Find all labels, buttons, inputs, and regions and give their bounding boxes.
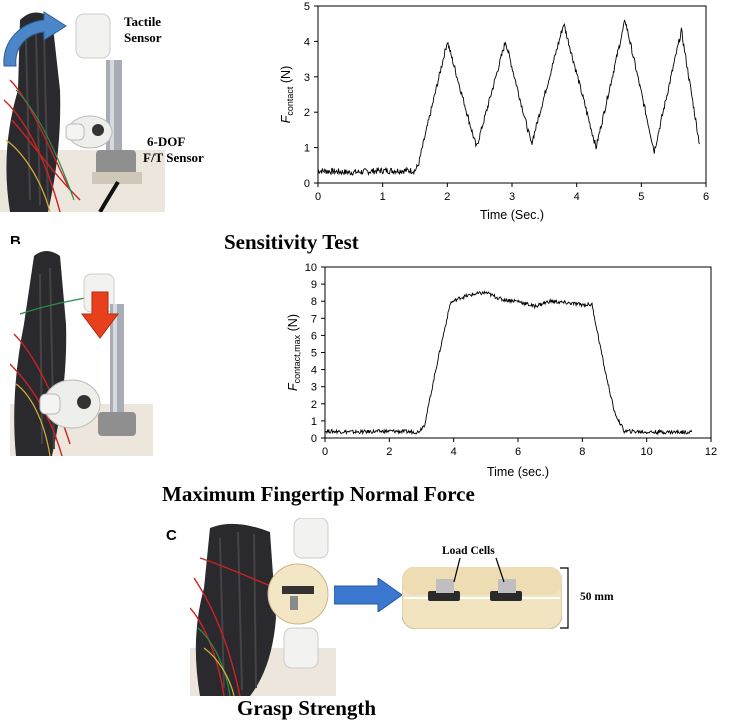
x-tick-label: 3 bbox=[509, 191, 515, 203]
load-cells-label: Load Cells bbox=[442, 545, 495, 557]
y-tick-label: 4 bbox=[304, 36, 310, 48]
y-tick-label: 10 bbox=[305, 262, 317, 274]
y-axis-label: Fcontact,max (N) bbox=[286, 314, 302, 391]
x-axis-label: Time (Sec.) bbox=[480, 208, 544, 222]
x-tick-label: 6 bbox=[703, 191, 709, 203]
y-tick-label: 1 bbox=[304, 143, 310, 155]
x-tick-label: 2 bbox=[386, 446, 392, 458]
x-tick-label: 4 bbox=[574, 191, 580, 203]
y-tick-label: 8 bbox=[311, 296, 317, 308]
photo-robot-hand-a bbox=[0, 0, 165, 212]
x-tick-label: 12 bbox=[705, 446, 717, 458]
y-tick-label: 3 bbox=[304, 72, 310, 84]
dimension-label: 50 mm bbox=[580, 591, 614, 603]
y-tick-label: 0 bbox=[311, 433, 317, 445]
curved-arrow-icon bbox=[3, 11, 67, 67]
y-tick-label: 1 bbox=[311, 416, 317, 428]
x-tick-label: 2 bbox=[444, 191, 450, 203]
x-tick-label: 0 bbox=[322, 446, 328, 458]
series-line bbox=[324, 290, 693, 436]
plot-frame bbox=[317, 5, 707, 184]
y-tick-label: 7 bbox=[311, 313, 317, 325]
dimension-bracket bbox=[560, 567, 569, 629]
plot-frame bbox=[324, 266, 712, 439]
y-axis-label: Fcontact (N) bbox=[279, 66, 295, 124]
tactile-label-line2: Sensor bbox=[124, 30, 162, 45]
ft-sensor-label: 6-DOF F/T Sensor bbox=[143, 134, 204, 166]
y-tick-label: 0 bbox=[304, 178, 310, 190]
y-tick-label: 5 bbox=[304, 1, 310, 13]
y-tick-label: 2 bbox=[304, 107, 310, 119]
y-tick-label: 3 bbox=[311, 382, 317, 394]
photo-robot-hand-c bbox=[190, 518, 336, 696]
tactile-sensor-label: Tactile Sensor bbox=[124, 14, 162, 46]
down-arrow-icon bbox=[81, 291, 119, 339]
tactile-label-line1: Tactile bbox=[124, 14, 162, 29]
title-sensitivity-test: Sensitivity Test bbox=[224, 230, 359, 254]
x-tick-label: 8 bbox=[579, 446, 585, 458]
title-grasp-strength: Grasp Strength bbox=[237, 696, 377, 720]
photo-robot-hand-b bbox=[10, 244, 153, 456]
panel-label-c: C bbox=[166, 527, 177, 544]
y-tick-label: 9 bbox=[311, 279, 317, 291]
panel-label-b: B bbox=[10, 233, 21, 250]
y-tick-label: 2 bbox=[311, 399, 317, 411]
x-tick-label: 4 bbox=[451, 446, 457, 458]
ft-label-line1: 6-DOF bbox=[147, 134, 186, 149]
x-tick-label: 0 bbox=[315, 191, 321, 203]
load-cell-pointers bbox=[453, 557, 505, 583]
x-axis-label: Time (sec.) bbox=[487, 465, 549, 479]
ft-label-line2: F/T Sensor bbox=[143, 150, 204, 165]
series-line bbox=[317, 19, 700, 177]
title-max-fingertip-force: Maximum Fingertip Normal Force bbox=[162, 482, 475, 506]
x-tick-label: 5 bbox=[638, 191, 644, 203]
x-tick-label: 6 bbox=[515, 446, 521, 458]
x-tick-label: 1 bbox=[380, 191, 386, 203]
x-tick-label: 10 bbox=[641, 446, 653, 458]
y-tick-label: 4 bbox=[311, 365, 317, 377]
right-arrow-icon bbox=[334, 578, 402, 612]
photo-load-cells bbox=[402, 567, 562, 629]
y-tick-label: 6 bbox=[311, 330, 317, 342]
y-tick-label: 5 bbox=[311, 348, 317, 360]
